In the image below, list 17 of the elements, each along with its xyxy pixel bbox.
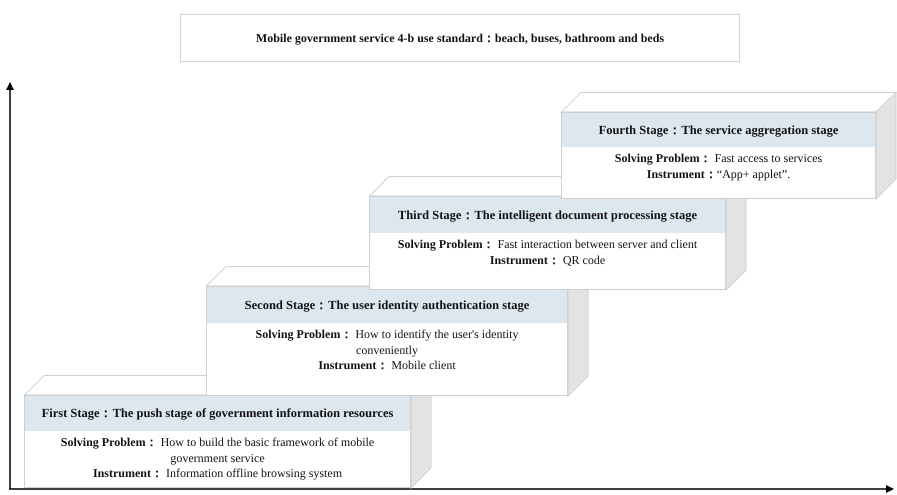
stage-block — [369, 196, 726, 290]
stage-description: Solving Problem： Fast interaction between server and client — [396, 237, 698, 253]
stage-heading: First Stage：The push stage of government information resources — [25, 396, 410, 431]
title-box: Mobile government service 4-b use standard：beach, buses, bathroom and beds — [180, 14, 740, 62]
stage-description: Solving Problem： How to build the basic framework of mobile government service — [60, 435, 376, 466]
stage-description: Solving Problem： Fast access to services — [614, 151, 824, 167]
stage-block — [561, 112, 876, 199]
stage-description: Instrument： QR code — [488, 252, 606, 268]
stage-block — [206, 286, 568, 396]
stage-heading: Third Stage：The intelligent document processing stage — [370, 197, 725, 233]
stage-block — [24, 395, 411, 488]
stage-description: Instrument：“App+ applet”. — [646, 166, 792, 182]
stage-description: Instrument： Mobile client — [317, 358, 457, 374]
stage-description: Instrument： Information offline browsing system — [92, 466, 344, 482]
stage-description: Solving Problem： How to identify the user's identity conveniently — [254, 327, 520, 358]
stage-heading: Fourth Stage：The service aggregation stage — [562, 113, 875, 147]
stage-heading: Second Stage：The user identity authentication stage — [207, 287, 567, 323]
